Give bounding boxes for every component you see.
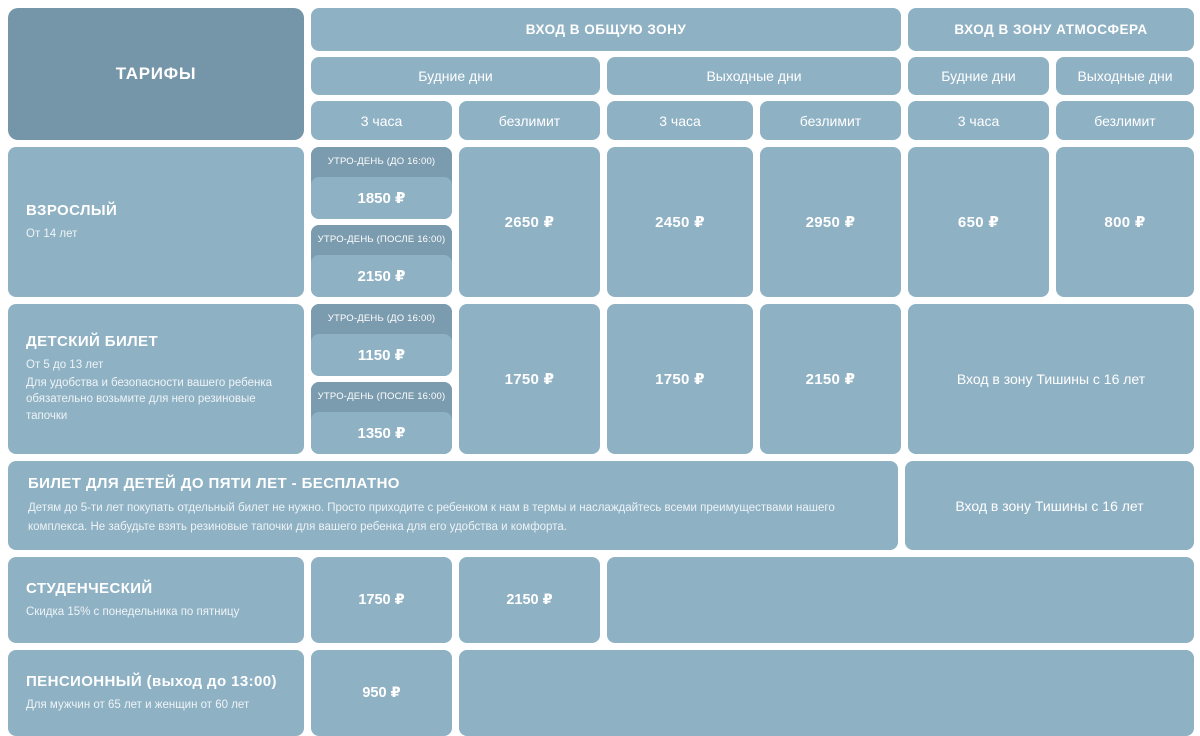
- row-subtitle-adult: От 14 лет: [26, 227, 78, 240]
- adult-morning-label: УТРО-ДЕНЬ (ДО 16:00): [311, 147, 452, 175]
- row-title-pensioner: ПЕНСИОННЫЙ (выход до 13:00): [26, 673, 286, 692]
- zone-header-general: ВХОД В ОБЩУЮ ЗОНУ: [311, 8, 901, 51]
- row-subtitle-student: Скидка 15% с понедельника по пятницу: [26, 605, 240, 618]
- duration-header-atmo-weekday-3h: 3 часа: [908, 101, 1049, 140]
- adult-weekday-3h-split: УТРО-ДЕНЬ (ДО 16:00) 1850 ₽ УТРО-ДЕНЬ (П…: [311, 147, 452, 297]
- header-duration-row: 3 часа безлимит 3 часа безлимит 3 часа б…: [311, 101, 1194, 140]
- day-header-general-weekend: Выходные дни: [607, 56, 901, 96]
- adult-weekday-3h-afternoon: УТРО-ДЕНЬ (ПОСЛЕ 16:00) 2150 ₽: [311, 225, 452, 297]
- row-info-child: ДЕТСКИЙ БИЛЕТ От 5 до 13 лет Для удобств…: [8, 304, 304, 454]
- child-weekday-3h-afternoon: УТРО-ДЕНЬ (ПОСЛЕ 16:00) 1350 ₽: [311, 382, 452, 454]
- adult-afternoon-label: УТРО-ДЕНЬ (ПОСЛЕ 16:00): [311, 225, 452, 253]
- child-atmo-note: Вход в зону Тишины с 16 лет: [956, 371, 1146, 387]
- duration-header-atmo-weekend-unlimited: безлимит: [1056, 101, 1194, 140]
- free-children-title: БИЛЕТ ДЛЯ ДЕТЕЙ ДО ПЯТИ ЛЕТ - БЕСПЛАТНО: [28, 475, 400, 493]
- adult-weekend-3h-price: 2450 ₽: [655, 214, 705, 231]
- row-title-pensioner-rest: (выход до 13:00): [142, 672, 277, 690]
- adult-weekend-unlimited-price: 2950 ₽: [805, 214, 856, 231]
- table-row-pensioner: ПЕНСИОННЫЙ (выход до 13:00) Для мужчин о…: [8, 650, 1194, 736]
- adult-atmo-weekday-cell: 650 ₽: [908, 147, 1049, 297]
- zone-header-atmosphere: ВХОД В ЗОНУ АТМОСФЕРА: [908, 8, 1194, 51]
- child-weekday-unlimited-price: 1750 ₽: [504, 371, 555, 388]
- free-children-text-line2: комплекса. Не забудьте взять резиновые т…: [28, 520, 567, 533]
- table-row-student: СТУДЕНЧЕСКИЙ Скидка 15% с понедельника п…: [8, 557, 1194, 643]
- student-weekday-unlimited-cell: 2150 ₽: [459, 557, 600, 643]
- row-info-adult: ВЗРОСЛЫЙ От 14 лет: [8, 147, 304, 297]
- child-weekend-3h-price: 1750 ₽: [655, 371, 705, 388]
- adult-atmo-weekend-cell: 800 ₽: [1056, 147, 1194, 297]
- child-weekend-unlimited-cell: 2150 ₽: [760, 304, 901, 454]
- duration-header-gen-weekday-unlimited: безлимит: [459, 101, 600, 140]
- duration-header-gen-weekend-unlimited: безлимит: [760, 101, 901, 140]
- header-columns: ВХОД В ОБЩУЮ ЗОНУ ВХОД В ЗОНУ АТМОСФЕРА …: [311, 8, 1194, 140]
- day-header-atmo-weekday: Будние дни: [908, 56, 1049, 96]
- free-children-text-line1: Детям до 5-ти лет покупать отдельный бил…: [28, 502, 835, 515]
- row-subtitle-child-age: От 5 до 13 лет: [26, 359, 104, 372]
- row-subtitle-pensioner: Для мужчин от 65 лет и женщин от 60 лет: [26, 698, 250, 711]
- student-weekday-3h-cell: 1750 ₽: [311, 557, 452, 643]
- child-morning-label: УТРО-ДЕНЬ (ДО 16:00): [311, 304, 452, 332]
- child-weekday-3h-morning: УТРО-ДЕНЬ (ДО 16:00) 1150 ₽: [311, 304, 452, 376]
- adult-atmo-weekend-price: 800 ₽: [1104, 214, 1146, 231]
- adult-weekend-3h-cell: 2450 ₽: [607, 147, 753, 297]
- adult-weekend-unlimited-cell: 2950 ₽: [760, 147, 901, 297]
- day-header-general-weekday: Будние дни: [311, 56, 600, 96]
- header-zone-row: ВХОД В ОБЩУЮ ЗОНУ ВХОД В ЗОНУ АТМОСФЕРА: [311, 8, 1194, 51]
- free-children-atmo-note-cell: Вход в зону Тишины с 16 лет: [905, 461, 1194, 550]
- table-header: ТАРИФЫ ВХОД В ОБЩУЮ ЗОНУ ВХОД В ЗОНУ АТМ…: [8, 8, 1194, 140]
- child-atmo-note-cell: Вход в зону Тишины с 16 лет: [908, 304, 1194, 454]
- row-title-pensioner-bold: ПЕНСИОННЫЙ: [26, 672, 143, 690]
- table-row-adult: ВЗРОСЛЫЙ От 14 лет УТРО-ДЕНЬ (ДО 16:00) …: [8, 147, 1194, 297]
- row-title-student: СТУДЕНЧЕСКИЙ: [26, 579, 153, 597]
- child-weekend-3h-cell: 1750 ₽: [607, 304, 753, 454]
- adult-weekday-unlimited-price: 2650 ₽: [504, 214, 555, 231]
- student-weekday-3h-price: 1750 ₽: [358, 592, 405, 608]
- row-info-student: СТУДЕНЧЕСКИЙ Скидка 15% с понедельника п…: [8, 557, 304, 643]
- page-title: ТАРИФЫ: [8, 8, 304, 140]
- table-body: ВЗРОСЛЫЙ От 14 лет УТРО-ДЕНЬ (ДО 16:00) …: [8, 147, 1194, 736]
- table-row-free-children: БИЛЕТ ДЛЯ ДЕТЕЙ ДО ПЯТИ ЛЕТ - БЕСПЛАТНО …: [8, 461, 1194, 550]
- duration-header-gen-weekend-3h: 3 часа: [607, 101, 753, 140]
- page-title-label: ТАРИФЫ: [115, 64, 197, 83]
- row-info-pensioner: ПЕНСИОННЫЙ (выход до 13:00) Для мужчин о…: [8, 650, 304, 736]
- free-children-atmo-note: Вход в зону Тишины с 16 лет: [955, 497, 1144, 514]
- child-weekend-unlimited-price: 2150 ₽: [805, 371, 856, 388]
- adult-weekday-3h-morning: УТРО-ДЕНЬ (ДО 16:00) 1850 ₽: [311, 147, 452, 219]
- pensioner-weekday-3h-cell: 950 ₽: [311, 650, 452, 736]
- row-title-child: ДЕТСКИЙ БИЛЕТ: [26, 333, 159, 351]
- child-weekday-unlimited-cell: 1750 ₽: [459, 304, 600, 454]
- adult-weekday-unlimited-cell: 2650 ₽: [459, 147, 600, 297]
- header-day-row: Будние дни Выходные дни Будние дни Выход…: [311, 56, 1194, 96]
- row-subtitle-child-l2: обязательно возьмите для него резиновые: [26, 393, 256, 406]
- duration-header-gen-weekday-3h: 3 часа: [311, 101, 452, 140]
- row-subtitle-child-l3: тапочки: [26, 410, 68, 423]
- table-row-child: ДЕТСКИЙ БИЛЕТ От 5 до 13 лет Для удобств…: [8, 304, 1194, 454]
- day-header-atmo-weekend: Выходные дни: [1056, 56, 1194, 96]
- pensioner-weekday-3h-price: 950 ₽: [362, 685, 401, 701]
- adult-morning-price: 1850 ₽: [311, 177, 452, 219]
- student-weekday-unlimited-price: 2150 ₽: [506, 592, 553, 608]
- child-afternoon-label: УТРО-ДЕНЬ (ПОСЛЕ 16:00): [311, 382, 452, 410]
- child-morning-price: 1150 ₽: [311, 334, 452, 376]
- adult-atmo-weekday-price: 650 ₽: [957, 214, 1000, 231]
- child-afternoon-price: 1350 ₽: [311, 412, 452, 454]
- pensioner-empty-cell: [459, 650, 1194, 736]
- child-weekday-3h-split: УТРО-ДЕНЬ (ДО 16:00) 1150 ₽ УТРО-ДЕНЬ (П…: [311, 304, 452, 454]
- student-empty-cell: [607, 557, 1194, 643]
- row-subtitle-child-l1: Для удобства и безопасности вашего ребен…: [26, 376, 273, 389]
- adult-afternoon-price: 2150 ₽: [311, 255, 452, 297]
- free-children-banner: БИЛЕТ ДЛЯ ДЕТЕЙ ДО ПЯТИ ЛЕТ - БЕСПЛАТНО …: [8, 461, 898, 550]
- row-title-adult: ВЗРОСЛЫЙ: [26, 201, 118, 219]
